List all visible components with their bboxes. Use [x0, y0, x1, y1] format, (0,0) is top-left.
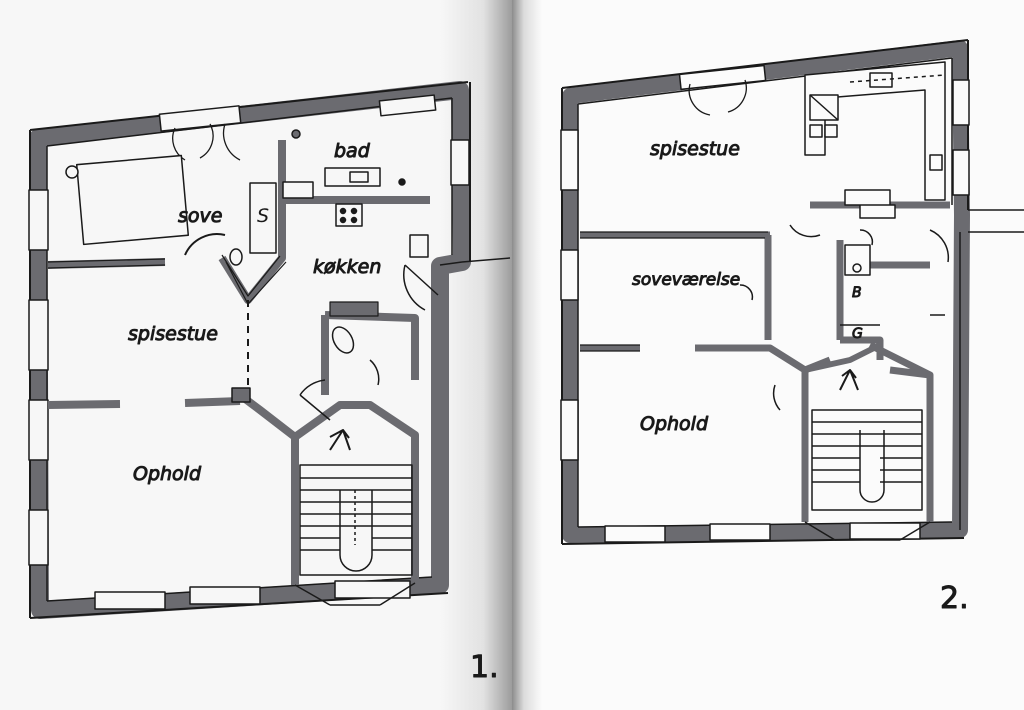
plan1-label-kokken: køkken	[313, 256, 381, 278]
plan1-label-sove: sove	[178, 205, 222, 227]
plan1-label-s: S	[257, 205, 269, 227]
plan2-entry-arrow	[839, 369, 859, 391]
plan2-bath-fixture	[844, 229, 874, 276]
plan1-window	[158, 94, 470, 186]
plan1-outer-wall	[29, 81, 471, 619]
plan1-label-ophold: Ophold	[133, 463, 202, 485]
floor-plan-1: bad sove S køkken spisestue Ophold 1.	[28, 81, 511, 686]
left-page-gutter-shadow	[440, 0, 512, 710]
plan1-entry-arrow	[329, 429, 351, 451]
plan1-window	[94, 580, 411, 610]
plan1-door-swing	[184, 233, 226, 256]
floor-plan-2: spisestue soveværelse B G Ophold 2.	[560, 39, 1024, 617]
plan2-staircase	[804, 409, 931, 541]
plan2-kitchen-counter	[804, 61, 946, 201]
plan2-label-spisestue: spisestue	[650, 138, 740, 160]
plan1-toilet	[331, 326, 355, 354]
plan2-outer-wall	[562, 40, 970, 543]
plan1-label-spisestue: spisestue	[128, 323, 218, 345]
plan1-staircase	[294, 464, 416, 606]
plan1-wardrobe	[249, 182, 277, 254]
plan1-bed	[65, 154, 190, 246]
plan2-page-number: 2.	[940, 581, 969, 616]
plan2-interior-wall	[580, 201, 950, 522]
plan2-label-sovevaerelse: soveværelse	[632, 270, 740, 290]
plan1-label-bad: bad	[334, 140, 371, 162]
plan1-page-number: 1.	[470, 650, 499, 685]
plan1-window	[28, 189, 49, 566]
plan1-bath-fixture	[282, 129, 406, 199]
right-page-gutter-shadow	[512, 0, 542, 710]
plan2-window	[560, 64, 970, 543]
plan2-label-g: G	[852, 326, 863, 342]
plan2-label-b: B	[852, 285, 862, 301]
plan1-stove	[335, 203, 429, 258]
plan2-label-ophold: Ophold	[640, 413, 709, 435]
